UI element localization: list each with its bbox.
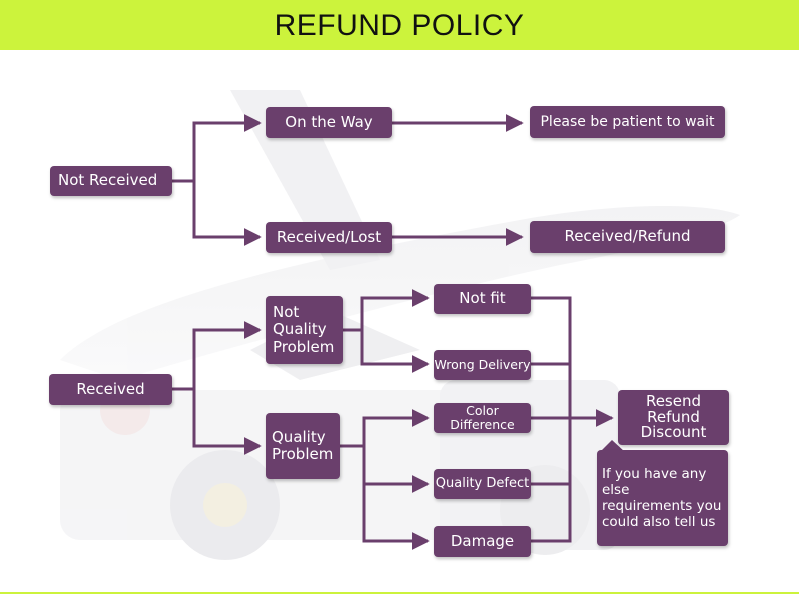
on-the-way-node: On the Way <box>266 107 392 138</box>
please-be-patient-node: Please be patient to wait <box>530 106 725 138</box>
wrong-delivery-node: Wrong Delivery <box>434 350 531 380</box>
not-received-node: Not Received <box>50 166 172 196</box>
contact-callout: If you have any else requirements you co… <box>597 450 728 546</box>
received-refund-node: Received/Refund <box>530 221 725 253</box>
not-quality-problem-node: Not Quality Problem <box>266 296 343 364</box>
received-node: Received <box>49 374 172 405</box>
title-banner <box>0 0 799 50</box>
quality-problem-node: Quality Problem <box>266 413 340 479</box>
page-title: REFUND POLICY <box>274 9 525 42</box>
resend-refund-discount-node: Resend Refund Discount <box>618 390 729 445</box>
received-lost-node: Received/Lost <box>266 222 392 253</box>
bottom-border <box>0 592 799 594</box>
quality-defect-node: Quality Defect <box>434 469 531 499</box>
color-difference-node: Color Difference <box>434 403 531 433</box>
not-fit-node: Not fit <box>434 284 531 314</box>
damage-node: Damage <box>434 526 531 557</box>
